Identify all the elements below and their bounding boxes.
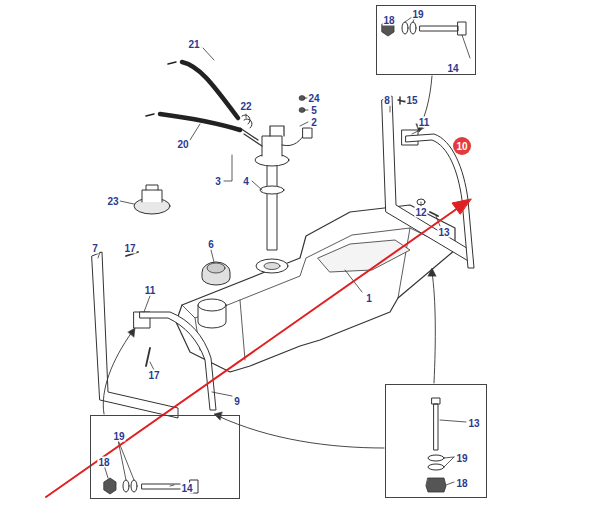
- callout-number: 10: [456, 141, 467, 152]
- filler-cap: [202, 262, 230, 285]
- callout-number: 18: [382, 15, 395, 26]
- bolt: [142, 480, 198, 493]
- bracket: [92, 252, 178, 418]
- bolt: [420, 22, 466, 35]
- washer: [428, 464, 444, 470]
- callout-arrow-head: [428, 268, 436, 276]
- bolt: [432, 398, 440, 450]
- bracket: [382, 96, 470, 262]
- nut: [104, 478, 116, 494]
- callout-number: 18: [455, 478, 468, 489]
- leader-line: [104, 440, 174, 486]
- fuel-tank: [176, 205, 455, 372]
- callout-number: 6: [207, 239, 215, 250]
- callout-number: 21: [187, 39, 200, 50]
- callout-number: 17: [123, 243, 136, 254]
- washer: [131, 480, 137, 492]
- callout-arrow-head: [128, 328, 135, 337]
- callout-number: 15: [405, 95, 418, 106]
- sender-tube: [267, 165, 277, 250]
- callout-number: 1: [365, 293, 373, 304]
- screw: [146, 348, 150, 366]
- callout-arrow-head: [214, 412, 222, 420]
- callout-number: 13: [437, 227, 450, 238]
- callout-number: 11: [144, 285, 157, 296]
- callout-number: 24: [307, 93, 320, 104]
- strap: [140, 312, 216, 410]
- hardware-inset: 13 19 18: [385, 384, 487, 498]
- sender-gasket: [260, 186, 284, 194]
- filler-neck-top: [198, 299, 226, 311]
- callout-number: 19: [411, 9, 424, 20]
- callout-number: 8: [383, 95, 391, 106]
- filler-cap-top: [207, 263, 225, 273]
- callout-number: 9: [233, 396, 241, 407]
- lock-ring-tab: [142, 185, 162, 202]
- callout-number: 5: [310, 105, 318, 116]
- sender-port: [256, 259, 288, 273]
- leader-line: [98, 48, 440, 396]
- hose-end: [146, 62, 176, 116]
- callout-arrow: [218, 416, 384, 448]
- callout-number: 20: [176, 139, 189, 150]
- highlight-callout: 10: [453, 137, 471, 155]
- hose: [160, 114, 240, 130]
- sender-plug: [303, 128, 312, 138]
- nut: [426, 478, 446, 492]
- clip-ring: [242, 115, 252, 128]
- callout-number: 22: [239, 101, 252, 112]
- callout-number: 13: [467, 418, 480, 429]
- washer: [402, 22, 408, 34]
- tank-pocket: [318, 240, 410, 272]
- hose: [182, 62, 238, 118]
- screw: [430, 212, 438, 216]
- sender-wire: [282, 134, 305, 146]
- sender-fitting: [240, 126, 284, 146]
- callout-number: 14: [180, 483, 193, 494]
- callout-number: 11: [418, 117, 431, 128]
- red-pointer-arrow: [46, 208, 458, 497]
- tank-edge: [182, 228, 455, 318]
- callout-number: 4: [242, 176, 250, 187]
- callout-number: 17: [147, 370, 160, 381]
- callout-number: 19: [455, 453, 468, 464]
- callout-number: 3: [214, 176, 222, 187]
- sender-port-inner: [264, 263, 280, 270]
- washer: [410, 22, 416, 34]
- callout-arrow: [103, 332, 132, 414]
- red-pointer-head: [452, 199, 471, 214]
- strap: [406, 134, 474, 268]
- hardware-inset: 18 19 14: [90, 415, 240, 499]
- hardware-inset: 18 19 14: [376, 5, 476, 75]
- callout-number: 2: [310, 117, 318, 128]
- callout-number: 12: [414, 207, 427, 218]
- callout-number: 14: [446, 63, 459, 74]
- tank-edge: [195, 228, 410, 360]
- callout-arrow: [432, 272, 435, 383]
- callout-number: 23: [106, 196, 119, 207]
- sender-head: [262, 136, 282, 156]
- callout-number: 7: [91, 243, 99, 254]
- leader-line: [389, 14, 470, 58]
- washer: [123, 480, 129, 492]
- washer: [428, 455, 444, 461]
- callout-number: 19: [112, 431, 125, 442]
- callout-number: 18: [97, 457, 110, 468]
